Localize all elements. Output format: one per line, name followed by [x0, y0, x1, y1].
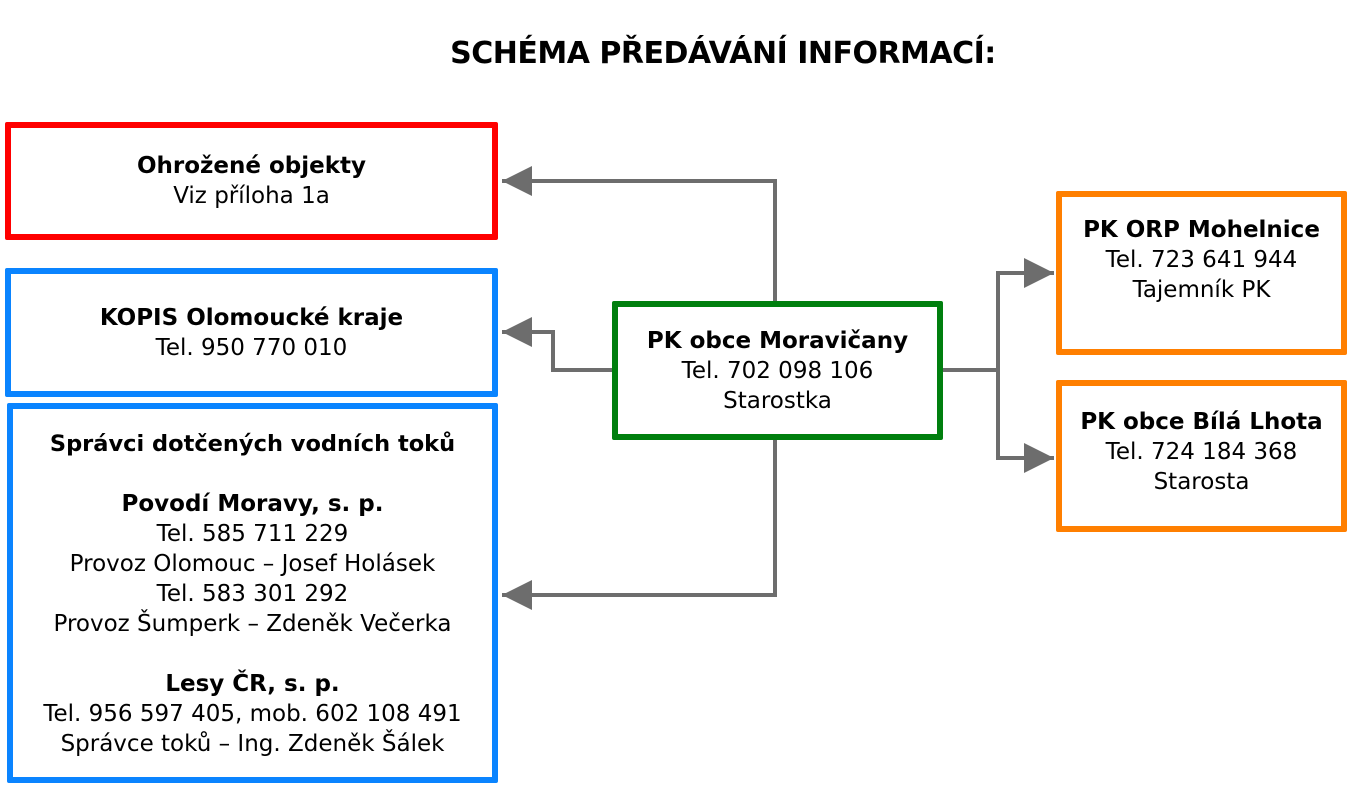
node-line: Viz příloha 1a — [173, 183, 330, 209]
group-title: Lesy ČR, s. p. — [165, 671, 340, 697]
group-line: Tel. 585 711 229 — [156, 521, 349, 547]
node-orp-mohelnice: PK ORP Mohelnice Tel. 723 641 944 Tajemn… — [1056, 191, 1347, 355]
group-line: Tel. 583 301 292 — [156, 581, 349, 607]
edge-center-to-threatened — [502, 166, 777, 301]
group-line: Tel. 956 597 405, mob. 602 108 491 — [43, 701, 462, 727]
node-line: Tajemník PK — [1132, 277, 1271, 303]
node-title: PK ORP Mohelnice — [1083, 217, 1320, 243]
group-line: Správce toků – Ing. Zdeněk Šálek — [60, 731, 445, 757]
node-bila-lhota: PK obce Bílá Lhota Tel. 724 184 368 Star… — [1056, 380, 1347, 532]
node-title: Správci dotčených vodních toků — [49, 431, 456, 457]
node-line: Starostka — [723, 387, 832, 414]
node-title: PK obce Bílá Lhota — [1080, 409, 1323, 435]
group-title: Povodí Moravy, s. p. — [121, 491, 384, 517]
edge-center-to-orp — [996, 258, 1054, 370]
edge-center-to-kopis — [502, 317, 612, 372]
edge-center-to-bila — [996, 370, 1054, 473]
group-line: Provoz Olomouc – Josef Holásek — [69, 551, 436, 577]
node-line: Tel. 724 184 368 — [1105, 439, 1298, 465]
node-line: Tel. 950 770 010 — [155, 334, 348, 361]
node-title: PK obce Moravičany — [646, 327, 909, 354]
node-center: PK obce Moravičany Tel. 702 098 106 Star… — [612, 301, 943, 440]
node-title: Ohrožené objekty — [136, 153, 367, 179]
node-kopis: KOPIS Olomoucké kraje Tel. 950 770 010 — [5, 268, 498, 397]
node-line: Starosta — [1153, 469, 1250, 495]
edge-center-to-water — [502, 440, 777, 610]
group-line: Provoz Šumperk – Zdeněk Večerka — [53, 611, 452, 637]
node-water-managers: Správci dotčených vodních toků Povodí Mo… — [7, 403, 498, 783]
node-threatened-objects: Ohrožené objekty Viz příloha 1a — [5, 122, 498, 240]
diagram-title: SCHÉMA PŘEDÁVÁNÍ INFORMACÍ: — [450, 36, 996, 71]
node-line: Tel. 702 098 106 — [681, 357, 874, 384]
node-line: Tel. 723 641 944 — [1105, 247, 1298, 273]
node-title: KOPIS Olomoucké kraje — [99, 304, 404, 331]
